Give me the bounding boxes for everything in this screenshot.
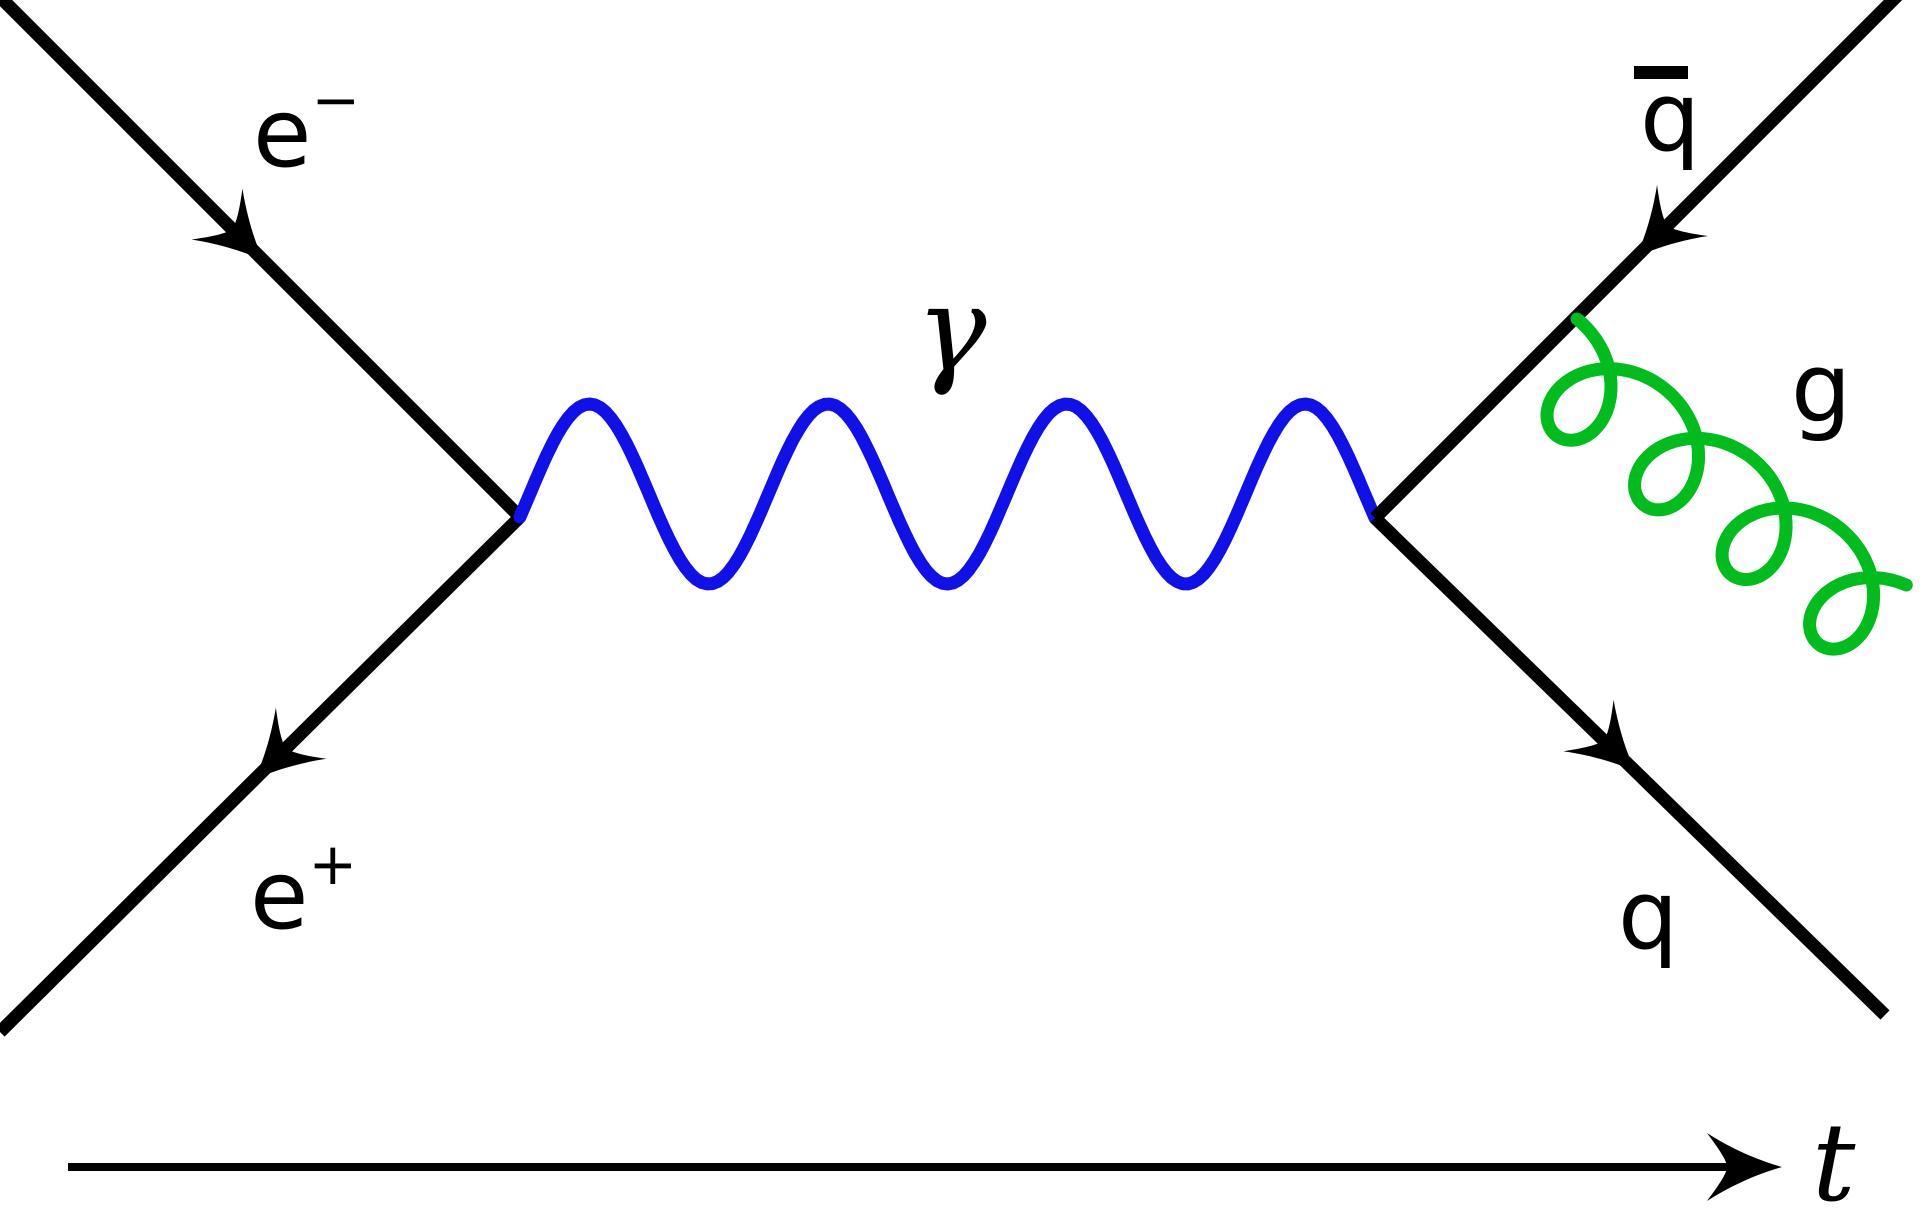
antiquark-label: q (1640, 63, 1700, 173)
antiquark-overbar (1634, 66, 1688, 79)
time-axis-arrowhead-icon (1707, 1133, 1782, 1201)
electron-symbol: e (253, 79, 311, 189)
positron-label: e+ (250, 830, 357, 951)
electron-charge-superscript: − (311, 66, 360, 134)
electron-line (0, 0, 525, 522)
photon-label: γ (916, 260, 987, 398)
gluon-label: g (1791, 334, 1851, 444)
quark-line (1370, 513, 1890, 1020)
antiquark-line (1370, 0, 1903, 523)
positron-symbol: e (250, 841, 308, 951)
time-axis-label: t (1812, 1101, 1856, 1225)
photon-line (513, 397, 1382, 591)
electron-label: e− (253, 66, 360, 189)
positron-charge-superscript: + (308, 830, 357, 898)
positron-line (0, 512, 525, 1037)
quark-label: q (1618, 861, 1678, 971)
gluon-line (1540, 312, 1913, 656)
